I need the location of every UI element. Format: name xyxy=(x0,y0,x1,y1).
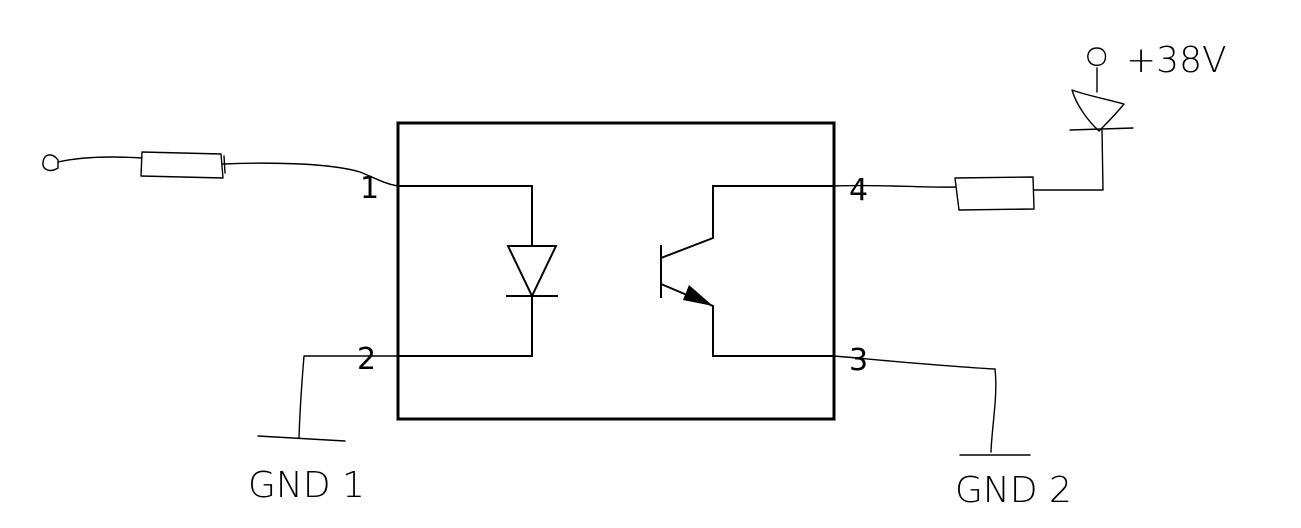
gnd1-symbol-bar xyxy=(257,435,346,442)
led-anode-lead xyxy=(398,185,533,246)
input-terminal-icon xyxy=(42,154,59,172)
input-circuit xyxy=(42,151,399,187)
output-resistor xyxy=(954,176,1035,211)
supply-diode-icon xyxy=(1071,89,1125,132)
gnd2-wire xyxy=(833,355,997,453)
gnd1-wire xyxy=(298,355,399,439)
ground-1-circuit: GND 1 xyxy=(248,355,399,506)
led-cathode-lead xyxy=(398,296,533,357)
input-resistor xyxy=(140,151,224,179)
supply-terminal-icon xyxy=(1087,47,1107,67)
ground-2-circuit: GND 2 xyxy=(833,355,1072,511)
pin-4-label: 4 xyxy=(849,173,868,208)
optocoupler-package xyxy=(396,121,836,421)
pin-2-label: 2 xyxy=(357,342,376,377)
led-diode xyxy=(398,185,558,357)
input-wire-left xyxy=(57,156,143,163)
emitter-arrow-icon xyxy=(683,285,713,306)
transistor-collector-lead xyxy=(660,185,834,259)
output-circuit: +38V xyxy=(833,40,1227,211)
pin-3-label: 3 xyxy=(849,343,868,378)
output-wire-left xyxy=(833,184,956,188)
supply-diode-bar xyxy=(1069,127,1134,131)
gnd1-label: GND 1 xyxy=(248,465,365,506)
gnd2-label: GND 2 xyxy=(955,470,1072,511)
input-wire-right xyxy=(222,162,399,187)
supply-label: +38V xyxy=(1126,40,1227,81)
pin-1-label: 1 xyxy=(360,171,379,206)
led-triangle xyxy=(506,245,558,299)
phototransistor xyxy=(660,185,834,357)
output-wire-right xyxy=(1033,129,1104,191)
